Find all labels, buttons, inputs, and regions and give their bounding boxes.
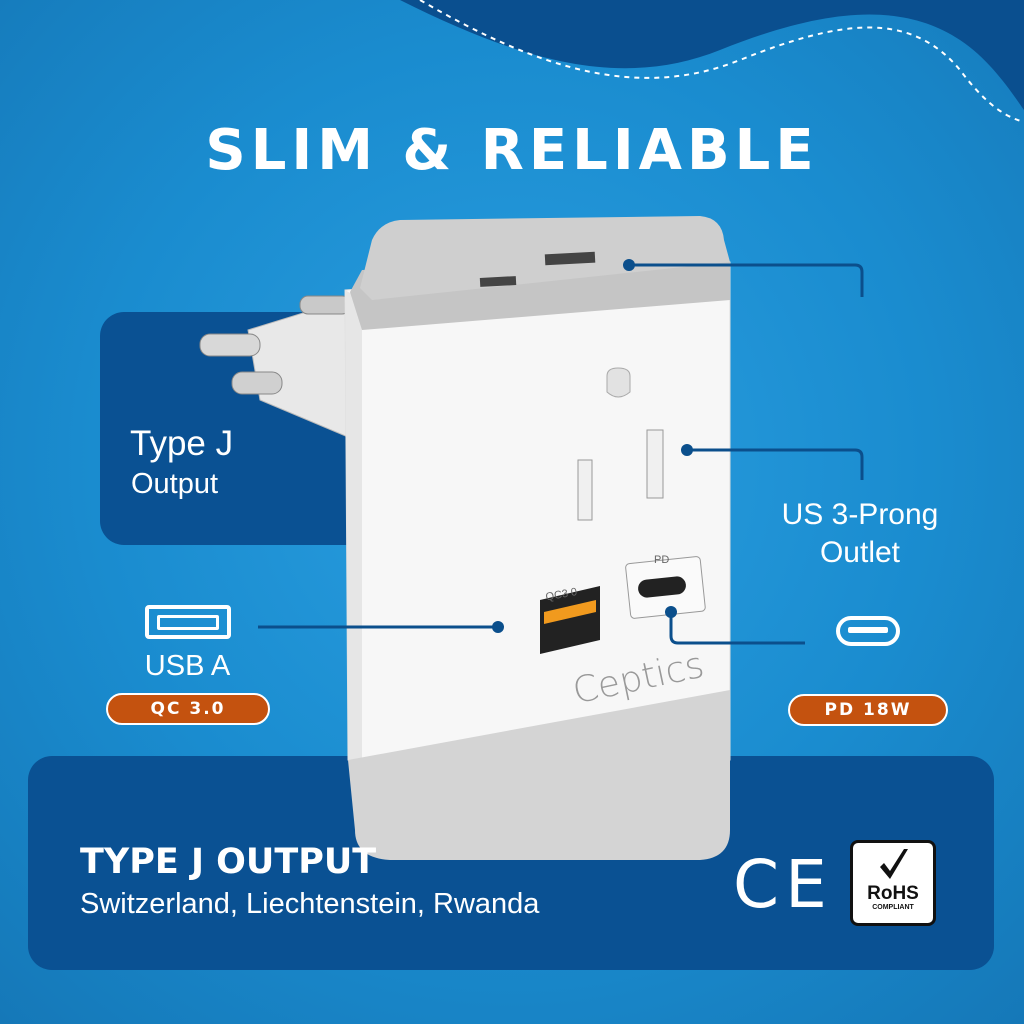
type-j-plug [199, 295, 356, 441]
ce-mark: CE [733, 846, 833, 923]
usb-a-label: USB A [144, 650, 231, 682]
us-outlet-line1: US 3-Prong [781, 498, 939, 531]
pd-port-label: PD [654, 554, 669, 566]
top-wave-decoration [400, 0, 1024, 123]
type-j-title: Type J [130, 424, 234, 463]
qc-port-label: QC3 0 [545, 586, 578, 603]
pd-badge: PD 18W [788, 694, 948, 726]
rohs-text: RoHS [867, 883, 919, 904]
bottom-title: TYPE J OUTPUT [80, 842, 377, 882]
rohs-badge: RoHS COMPLIANT [850, 840, 936, 926]
countries-list: Switzerland, Liechtenstein, Rwanda [80, 888, 540, 920]
type-j-subtitle: Output [131, 468, 219, 500]
check-icon [880, 849, 908, 879]
qc-badge: QC 3.0 [106, 693, 270, 725]
us-outlet-label: US 3-Prong Outlet [760, 496, 960, 572]
usb-c-icon [836, 616, 900, 646]
usb-a-icon [145, 605, 231, 639]
rohs-subtext: COMPLIANT [872, 904, 914, 911]
us-outlet-line2: Outlet [819, 536, 901, 569]
page-title: SLIM & RELIABLE [205, 118, 819, 183]
